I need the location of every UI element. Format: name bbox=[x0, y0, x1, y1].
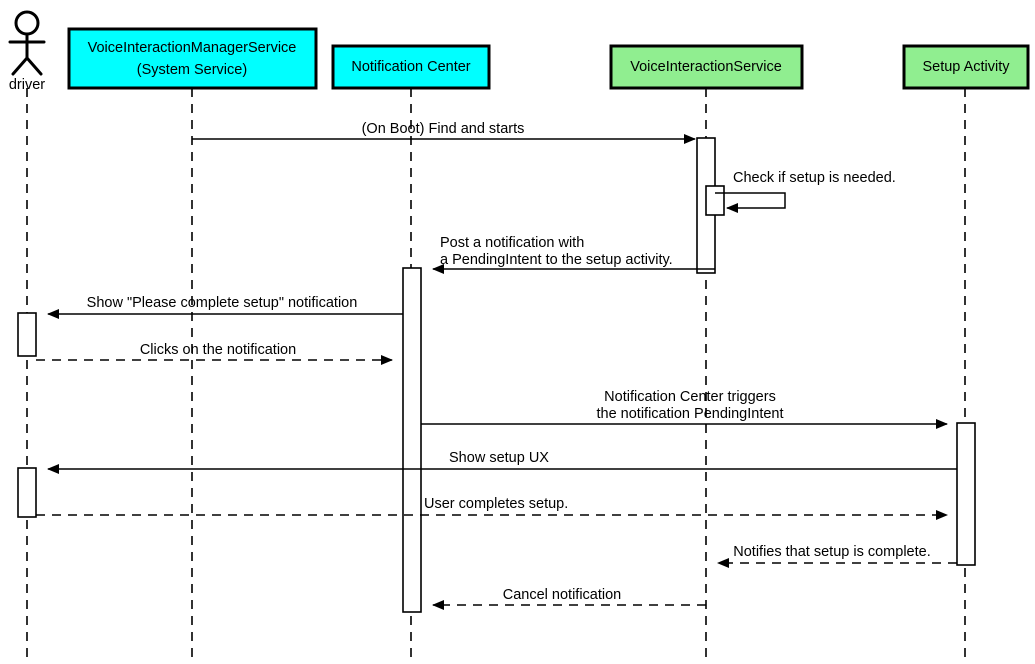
message-1-label: (On Boot) Find and starts bbox=[362, 121, 525, 137]
participant-setup-activity-label: Setup Activity bbox=[922, 59, 1010, 75]
message-2-label: Check if setup is needed. bbox=[733, 170, 896, 186]
message-3-label-line1: Post a notification with bbox=[440, 235, 584, 251]
message-check-if-setup-is-needed[interactable]: Check if setup is needed. bbox=[715, 170, 896, 213]
message-on-boot-find-and-starts[interactable]: (On Boot) Find and starts bbox=[192, 121, 696, 144]
message-cancel-notification[interactable]: Cancel notification bbox=[432, 587, 706, 610]
participant-notification-center-box[interactable] bbox=[331, 44, 491, 90]
activation-notification-center bbox=[402, 267, 422, 613]
participant-notification-center[interactable]: Notification Center bbox=[331, 44, 491, 90]
participant-setup-activity[interactable]: Setup Activity bbox=[902, 44, 1030, 90]
message-show-please-complete-setup-notification[interactable]: Show "Please complete setup" notificatio… bbox=[47, 295, 403, 319]
activation-setup-activity bbox=[956, 422, 976, 566]
message-show-setup-ux[interactable]: Show setup UX bbox=[47, 450, 957, 474]
message-user-completes-setup[interactable]: User completes setup. bbox=[36, 496, 948, 520]
actor-driver[interactable]: driver bbox=[8, 10, 46, 93]
message-6-label-line1: Notification Center triggers bbox=[604, 389, 776, 405]
participant-voice-interaction-service[interactable]: VoiceInteractionService bbox=[609, 44, 804, 90]
participant-vims-label-line1: VoiceInteractionManagerService bbox=[88, 40, 297, 56]
participant-setup-activity-box[interactable] bbox=[902, 44, 1030, 90]
message-5-label: Clicks on the notification bbox=[140, 342, 296, 358]
message-clicks-on-the-notification[interactable]: Clicks on the notification bbox=[36, 342, 393, 365]
message-6-label-line2: the notification PendingIntent bbox=[596, 406, 783, 422]
activation-driver-1 bbox=[17, 312, 37, 357]
activation-driver-2 bbox=[17, 467, 37, 518]
message-4-label: Show "Please complete setup" notificatio… bbox=[87, 295, 358, 311]
participant-vims-box[interactable] bbox=[67, 27, 318, 90]
actor-driver-label: driver bbox=[9, 77, 45, 93]
message-7-label: Show setup UX bbox=[449, 450, 549, 466]
message-2-self-arrow bbox=[715, 192, 786, 213]
message-8-label: User completes setup. bbox=[424, 496, 568, 512]
message-3-label-line2: a PendingIntent to the setup activity. bbox=[440, 252, 673, 268]
actor-left-leg-icon bbox=[11, 56, 29, 76]
actor-right-leg-icon bbox=[25, 56, 43, 76]
message-10-label: Cancel notification bbox=[503, 587, 622, 603]
participant-voice-interaction-service-label: VoiceInteractionService bbox=[630, 59, 782, 75]
participant-notification-center-label: Notification Center bbox=[351, 59, 470, 75]
message-notification-center-triggers-pendingintent[interactable]: Notification Center triggers the notific… bbox=[421, 389, 948, 429]
participant-vims[interactable]: VoiceInteractionManagerService (System S… bbox=[67, 27, 318, 90]
activation-bars-group bbox=[17, 137, 976, 613]
actor-head-icon bbox=[14, 10, 40, 36]
message-post-notification-pendingintent[interactable]: Post a notification with a PendingIntent… bbox=[432, 235, 715, 274]
participant-vims-label-line2: (System Service) bbox=[137, 62, 247, 78]
participant-voice-interaction-service-box[interactable] bbox=[609, 44, 804, 90]
activation-voice-interaction-service-self bbox=[705, 185, 725, 216]
message-9-label: Notifies that setup is complete. bbox=[733, 544, 930, 560]
message-notifies-that-setup-is-complete[interactable]: Notifies that setup is complete. bbox=[717, 544, 957, 568]
